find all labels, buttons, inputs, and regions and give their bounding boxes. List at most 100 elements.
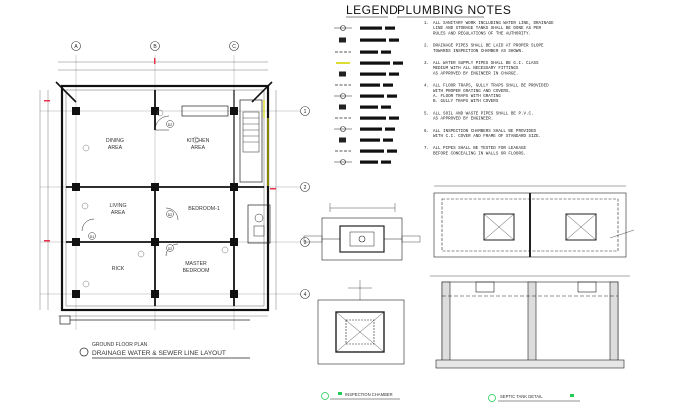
room-living-2: AREA (111, 210, 126, 216)
legend-label-bar (383, 138, 393, 142)
legend-label-bar (385, 26, 395, 30)
legend-label-bar (360, 105, 378, 109)
legend-row (334, 25, 395, 31)
dimension-lines (39, 61, 277, 317)
note-line: ALL PIPES SHALL BE TESTED FOR LEAKAGE (433, 147, 526, 151)
inspection-chamber-label: INSPECTION CHAMBER (345, 392, 393, 397)
legend-label-bar (381, 160, 391, 164)
legend-row (339, 137, 393, 143)
wc-fixture (247, 204, 271, 244)
svg-text:2: 2 (304, 185, 307, 191)
legend-row (335, 116, 399, 120)
legend-label-bar (360, 138, 380, 142)
note-item: 2. DRAINAGE PIPES SHALL BE LAID AT PROPER… (424, 45, 544, 54)
legend-label-bar (387, 149, 397, 153)
note-number: 1. (424, 22, 429, 26)
grid-bubble-4: 4 (300, 289, 310, 299)
note-item: 4. ALL FLOOR TRAPS, GULLY TRAPS SHALL BE … (424, 85, 549, 105)
legend-row (339, 71, 399, 77)
note-line: ALL SOIL AND WASTE PIPES SHALL BE P.V.C. (433, 112, 534, 116)
svg-text:D2: D2 (168, 213, 173, 217)
room-living: LIVING (109, 203, 126, 209)
plan-title-block: GROUND FLOOR PLAN DRAINAGE WATER & SEWER… (79, 342, 250, 359)
legend-row (334, 93, 397, 99)
svg-text:C: C (232, 44, 236, 50)
svg-text:D2: D2 (168, 123, 173, 127)
legend-label-bar (389, 38, 399, 42)
septic-tank-caption: SEPTIC TANK DETAIL (488, 394, 580, 402)
note-line: AS APPROVED BY ENGINEER IN CHARGE. (433, 72, 518, 76)
note-number: 4. (424, 85, 429, 89)
notes-heading: PLUMBING NOTES (397, 3, 511, 17)
legend-row (334, 126, 395, 132)
inspection-chamber-section (317, 280, 405, 365)
note-line: DRAINAGE PIPES SHALL BE LAID AT PROPER S… (433, 45, 544, 49)
room-master: MASTER (185, 261, 207, 267)
legend-row (339, 37, 399, 43)
legend: LEGEND (334, 3, 403, 165)
note-line: ALL SANITARY WORK INCLUDING WATER LINE, … (433, 22, 554, 26)
legend-label-bar (383, 83, 393, 87)
note-item: 5.ALL SOIL AND WASTE PIPES SHALL BE P.V.… (424, 112, 534, 121)
legend-label-bar (389, 72, 399, 76)
legend-heading: LEGEND (346, 3, 398, 17)
room-dining-2: AREA (108, 145, 123, 151)
svg-text:D1: D1 (90, 235, 95, 239)
legend-row (335, 149, 397, 153)
septic-tank-plan (433, 185, 635, 258)
svg-text:4: 4 (304, 292, 307, 298)
room-kitchen-2: AREA (191, 145, 206, 151)
plan-subtitle: GROUND FLOOR PLAN (92, 342, 148, 348)
legend-label-bar (360, 26, 382, 30)
inspection-chamber-detail (303, 203, 421, 261)
drain-lines (263, 100, 269, 186)
door-swings (81, 115, 179, 257)
room-dining: DINING (106, 138, 124, 144)
room-master-2: BEDROOM (183, 268, 210, 274)
kitchen-counter (181, 99, 263, 183)
structural-columns (72, 107, 238, 298)
sewer-line-bottom (59, 315, 250, 325)
legend-label-bar (381, 105, 391, 109)
legend-label-bar (385, 127, 395, 131)
svg-text:3: 3 (304, 240, 307, 246)
note-line: AS APPROVED BY ENGINEER. (433, 118, 493, 122)
legend-label-bar (360, 50, 378, 54)
note-line: ALL FLOOR TRAPS, GULLY TRAPS SHALL BE PR… (433, 85, 549, 89)
legend-label-bar (360, 38, 386, 42)
grid-bubble-a: A (71, 41, 81, 51)
note-number: 2. (424, 45, 429, 49)
legend-label-bar (381, 50, 391, 54)
walls (60, 84, 270, 312)
ground-floor-plan: A B C 1 2 3 4 (39, 41, 310, 359)
plan-title: DRAINAGE WATER & SEWER LINE LAYOUT (92, 350, 226, 357)
note-item: 6. ALL INSPECTION CHAMBERS SHALL BE PROVI… (424, 130, 541, 139)
corner-marks (55, 81, 273, 103)
inspection-chamber-caption: INSPECTION CHAMBER (321, 392, 400, 400)
svg-text:1: 1 (304, 109, 307, 115)
note-line: RULES AND REGULATIONS OF THE AUTHORITY. (433, 32, 531, 36)
note-line: LINE AND STORAGE TANKS SHALL BE DONE AS … (433, 27, 542, 31)
note-line: ALL INSPECTION CHAMBERS SHALL BE PROVIDE… (433, 130, 537, 134)
septic-tank-section (430, 275, 630, 369)
legend-label-bar (393, 61, 403, 65)
note-number: 6. (424, 130, 429, 134)
note-number: 7. (424, 147, 429, 151)
svg-text:B: B (153, 44, 157, 50)
note-line: WITH C.I. COVER AND FRAME OF STANDARD SI… (433, 135, 541, 139)
door-tags: D1 D2 D2 D2 (88, 120, 174, 252)
note-line: B. GULLY TRAPS WITH COVERS (433, 100, 499, 104)
legend-row (335, 83, 393, 87)
svg-text:A: A (74, 44, 78, 50)
legend-label-bar (360, 149, 384, 153)
note-line: TOWARDS INSPECTION CHAMBER AS SHOWN. (433, 50, 523, 54)
legend-label-bar (387, 94, 397, 98)
fixture-tags (81, 109, 229, 288)
room-rick: RICK (112, 266, 125, 272)
legend-label-bar (360, 61, 390, 65)
legend-label-bar (389, 116, 399, 120)
note-item: 3.ALL WATER SUPPLY PIPES SHALL BE G.I. C… (424, 62, 539, 76)
note-line: A. FLOOR TRAPS WITH GRATING (433, 95, 501, 99)
room-bedroom-1: BEDROOM-1 (188, 206, 220, 212)
